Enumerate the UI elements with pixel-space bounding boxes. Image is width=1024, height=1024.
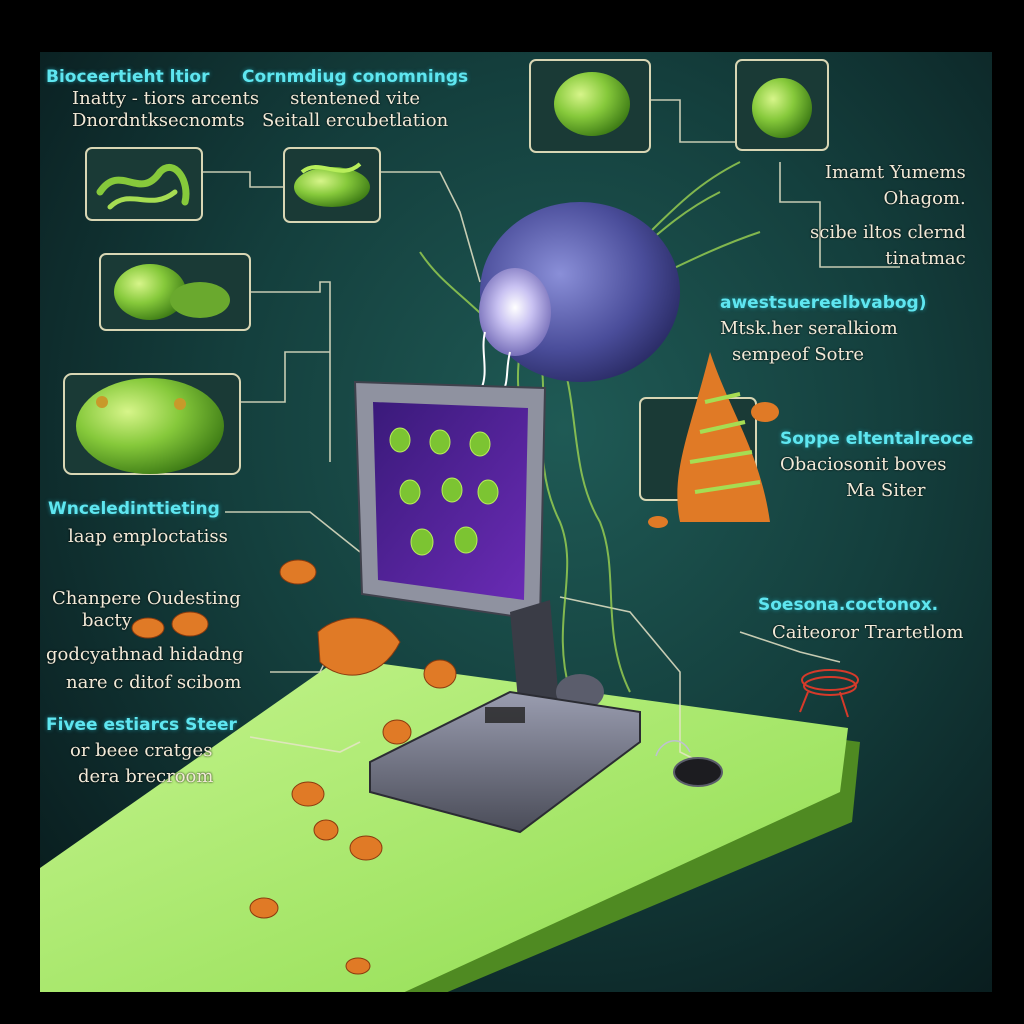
label-right-lower-line-1: Caiteoror Trartetlom [772,622,964,643]
label-left-lower-line-4: nare c ditof scibom [66,672,242,693]
specimen-box-5 [529,59,651,153]
label-top-right-line-2: Ohagom. [883,188,966,209]
diagram-scene: Bioceertieht ltior Inatty - tiors arcent… [40,52,992,992]
label-left-middle-line-1: laap emploctatiss [68,526,228,547]
label-left-lower-line-1: Chanpere Oudesting [52,588,241,609]
label-left-bottom-title: Fivee estiarcs Steer [46,715,237,735]
label-top-right-line-4: tinatmac [885,248,966,269]
label-top-center-line-2: Seitall ercubetlation [261,110,449,131]
label-top-left-line-2: Dnordntksecnomts [72,110,245,131]
illustration [40,59,900,992]
label-mid-right-line-1: Mtsk.her seralkiom [720,318,898,339]
label-top-left-title: Bioceertieht ltior [46,67,210,87]
label-right-lower: Soesona.coctonox. Caiteoror Trartetlom [758,594,963,644]
label-left-lower: Chanpere Oudesting bacty godcyathnad hid… [46,588,244,694]
specimen-box-3 [99,253,251,331]
label-top-left-line-1: Inatty - tiors arcents [72,88,260,109]
specimen-box-4 [63,373,241,475]
label-mid-right-title: awestsuereelbvabog) [720,293,927,313]
label-left-lower-line-2: bacty [82,610,132,631]
label-top-center-title: Cornmdiug conomnings [242,67,469,87]
label-top-right: Imamt Yumems Ohagom. scibe iltos clernd … [810,162,966,270]
label-left-bottom: Fivee estiarcs Steer or beee cratges der… [46,714,237,788]
label-left-bottom-line-2: dera brecroom [78,766,214,787]
label-right-orange-line-1: Obaciosonit boves [780,454,947,475]
label-top-left: Bioceertieht ltior Inatty - tiors arcent… [46,66,259,132]
specimen-box-2 [283,147,381,223]
green-mat [40,658,860,992]
specimen-box-1 [85,147,203,221]
label-top-center-line-1: stentened vite [290,88,421,109]
label-mid-right: awestsuereelbvabog) Mtsk.her seralkiom s… [720,292,926,366]
monitor-icon [353,380,641,834]
label-right-lower-title: Soesona.coctonox. [758,595,939,615]
orange-coral [648,352,779,528]
label-right-orange-line-2: Ma Siter [846,480,926,501]
orange-cells [131,559,457,975]
mouse-icon [655,740,723,787]
label-top-right-line-1: Imamt Yumems [824,162,966,183]
label-left-middle-title: Wnceledinttieting [48,499,220,519]
label-left-lower-line-3: godcyathnad hidadng [46,644,244,665]
specimen-box-6 [735,59,829,151]
label-top-right-line-3: scibe iltos clernd [810,222,966,243]
red-coil-icon [799,669,859,718]
label-top-center: Cornmdiug conomnings stentened vite Seit… [242,66,468,132]
label-left-bottom-line-1: or beee cratges [70,740,213,761]
connector-lines [200,99,900,763]
label-mid-right-line-2: sempeof Sotre [732,344,865,365]
label-left-middle: Wnceledinttieting laap emploctatiss [48,498,228,548]
label-right-orange-title: Soppe eltentalreoce [780,429,974,449]
microscope-lens-icon [479,202,680,398]
label-right-orange: Soppe eltentalreoce Obaciosonit boves Ma… [780,428,973,502]
